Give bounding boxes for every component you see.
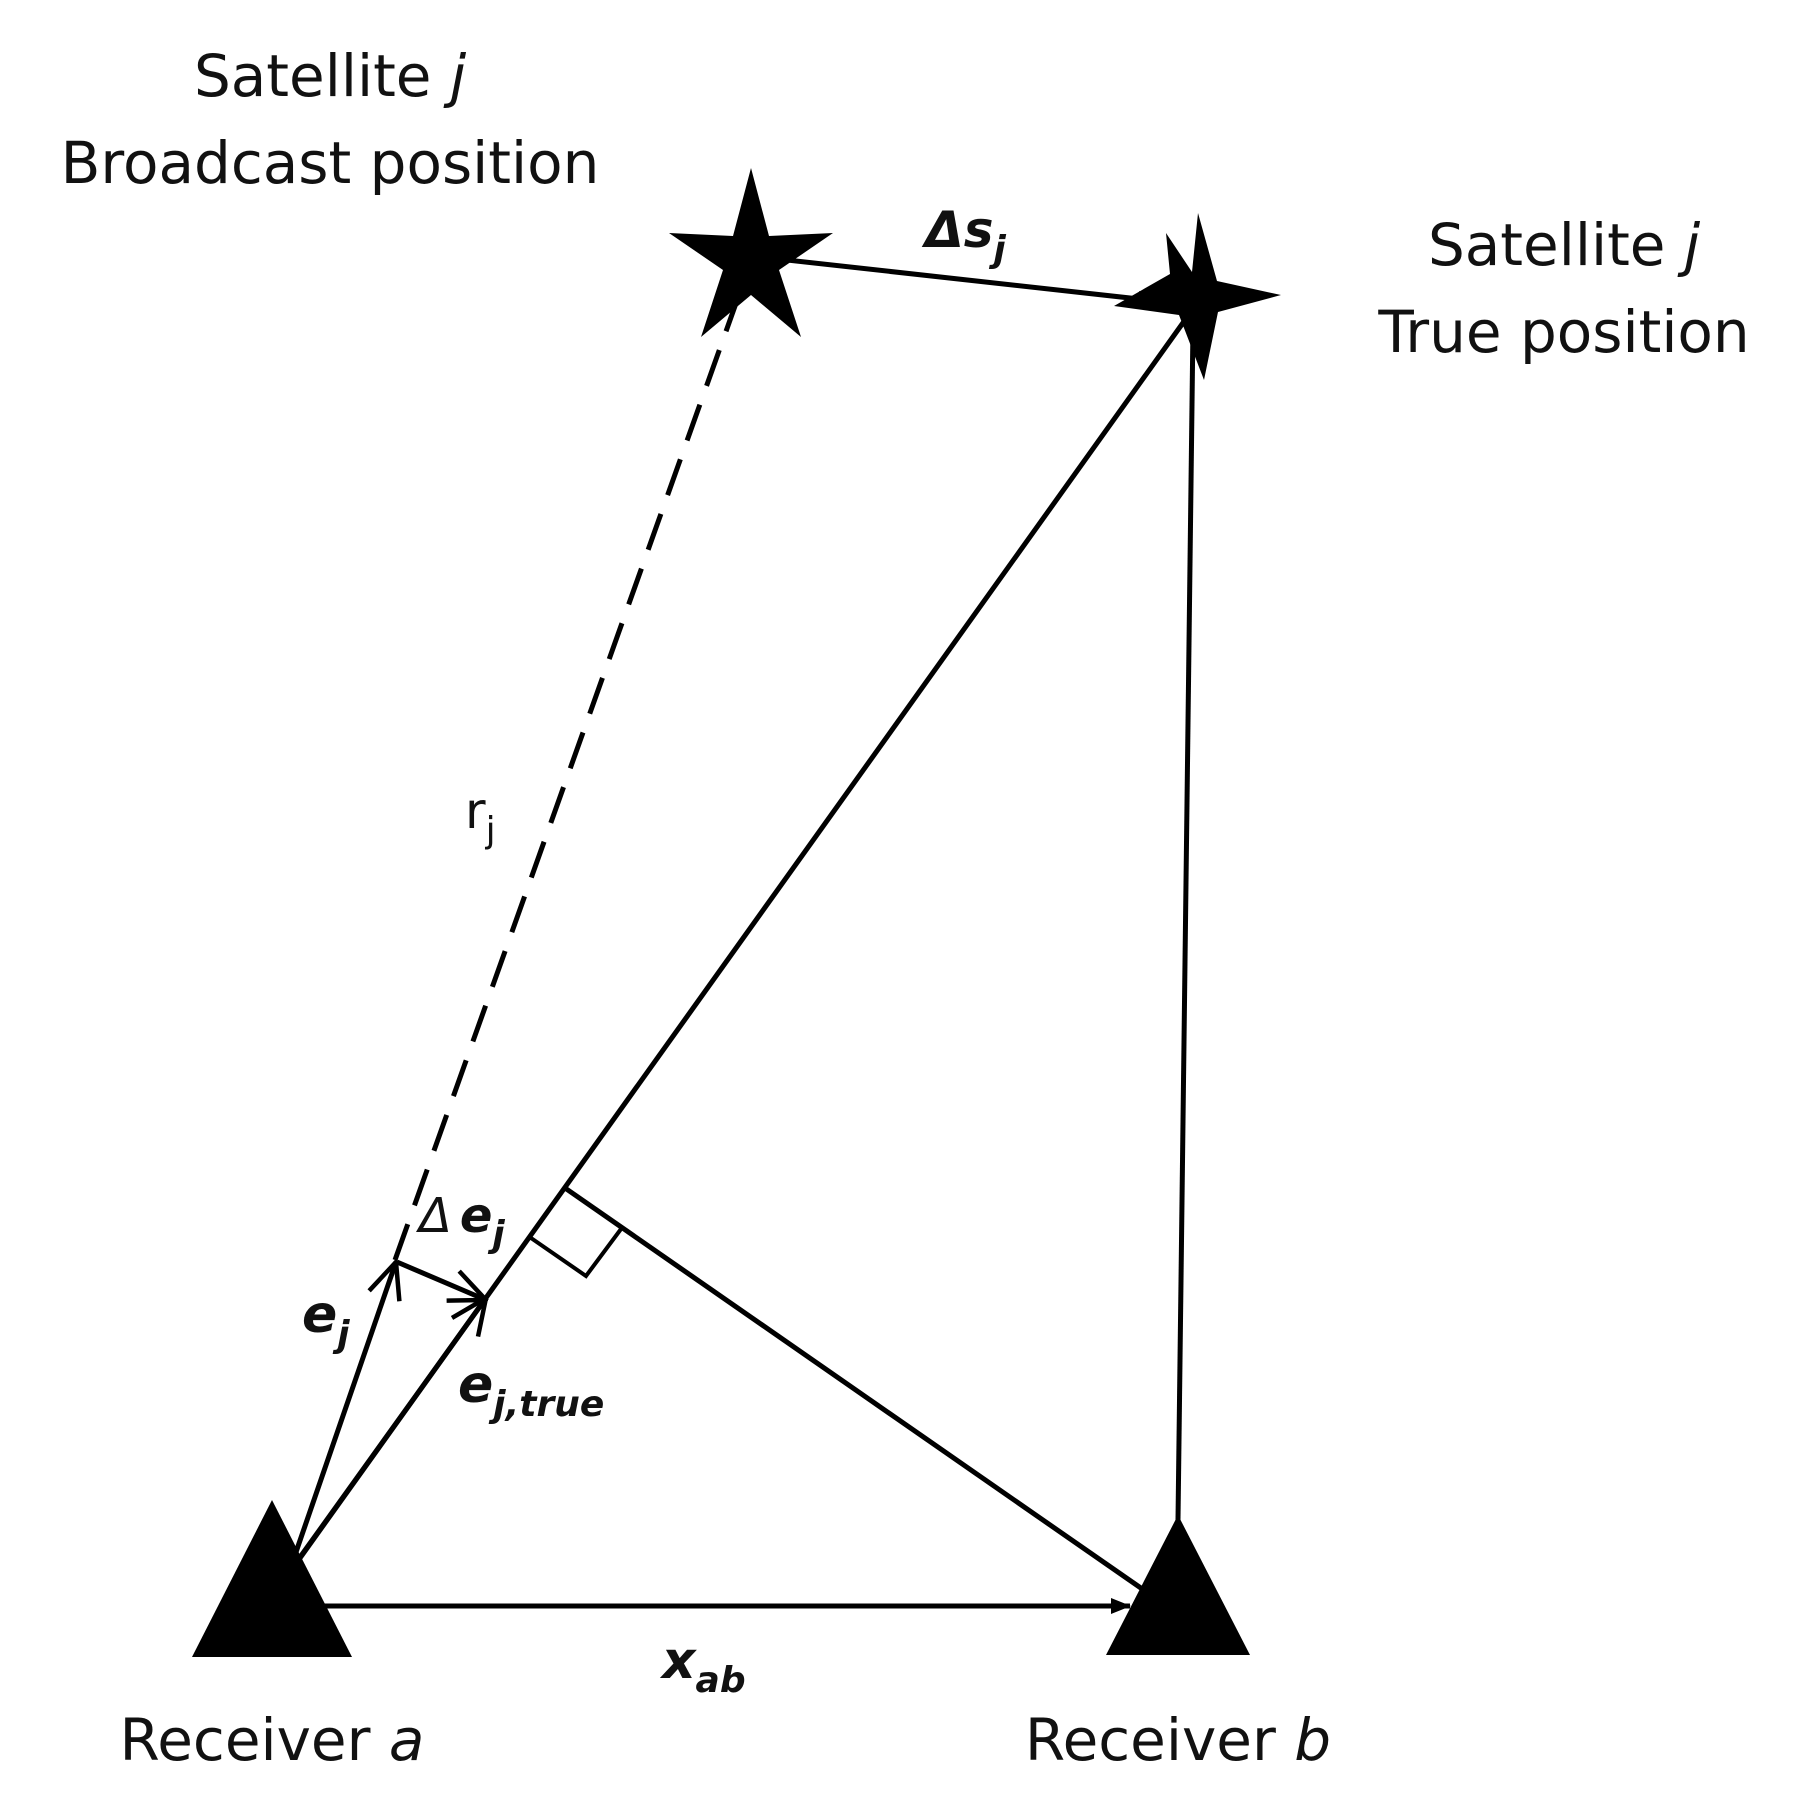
receiver-a-label: Receiver a <box>120 1706 425 1774</box>
receiver-b-triangle-icon <box>1106 1515 1250 1655</box>
r-j-label: rj <box>465 782 496 851</box>
broadcast-range-dashed-line <box>392 277 748 1261</box>
e-j-true-arrow <box>295 1298 486 1562</box>
e-j-true-label: ej,true <box>458 1355 604 1425</box>
broadcast-satellite-title: Satellite j <box>194 42 467 110</box>
right-angle-marker <box>529 1227 623 1279</box>
receiver-b-label: Receiver b <box>1025 1706 1331 1774</box>
e-j-arrow <box>292 1262 396 1556</box>
delta-s-label: Δsj <box>921 201 1006 270</box>
true-satellite-title: Satellite j <box>1428 211 1701 279</box>
receiver-b-to-true-satellite-line <box>1175 324 1196 1521</box>
true-position-label: True position <box>1377 298 1749 366</box>
delta-s-arrow <box>759 254 1158 307</box>
receiver-a-triangle-icon <box>192 1500 352 1657</box>
broadcast-satellite-star-icon <box>669 168 833 337</box>
x-ab-label: xab <box>659 1631 746 1701</box>
delta-e-arrow <box>396 1259 486 1300</box>
true-satellite-star-icon <box>1114 213 1281 380</box>
perpendicular-projection-line <box>563 1185 1150 1596</box>
broadcast-position-label: Broadcast position <box>61 129 600 197</box>
e-j-label: ej <box>302 1285 350 1355</box>
